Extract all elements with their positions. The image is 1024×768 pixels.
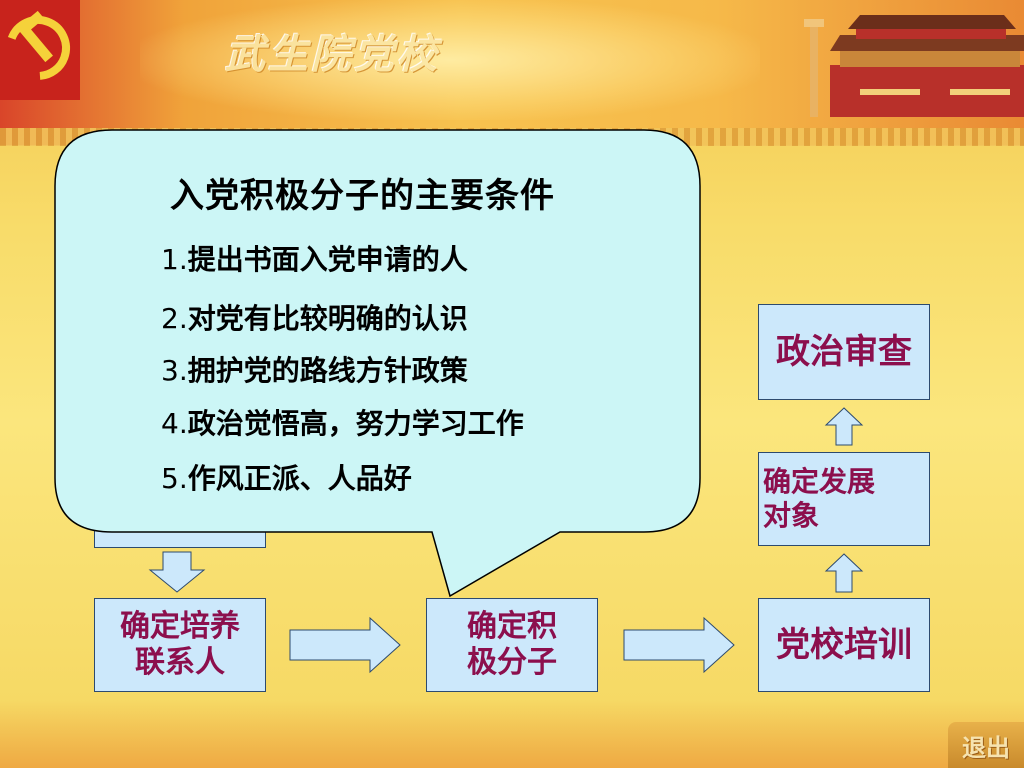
condition-item-5: 5.作风正派、人品好 <box>161 462 412 495</box>
flow-box-party-school-training: 党校培训 <box>758 598 930 692</box>
arrow-right-1 <box>289 616 401 674</box>
tiananmen-gate-icon <box>804 15 1024 117</box>
arrow-down-1 <box>148 551 206 593</box>
flow-box-political-review: 政治审查 <box>758 304 930 400</box>
header-glow <box>140 0 760 120</box>
arrow-right-2 <box>623 616 735 674</box>
arrow-up-2 <box>824 553 864 593</box>
flow-box-training-contact: 确定培养 联系人 <box>94 598 266 692</box>
party-emblem-icon <box>0 0 80 100</box>
flow-box-development-target: 确定发展 对象 <box>758 452 930 546</box>
arrow-up-1 <box>824 407 864 446</box>
condition-item-1: 1.提出书面入党申请的人 <box>161 243 468 276</box>
footer-band <box>0 700 1024 768</box>
school-name-title: 武生院党校 <box>225 31 440 78</box>
callout-title: 入党积极分子的主要条件 <box>170 176 555 216</box>
condition-item-3: 3.拥护党的路线方针政策 <box>161 354 468 387</box>
condition-item-2: 2.对党有比较明确的认识 <box>161 302 468 335</box>
condition-item-4: 4.政治觉悟高，努力学习工作 <box>161 407 524 440</box>
callout-content: 入党积极分子的主要条件 1.提出书面入党申请的人 2.对党有比较明确的认识 3.… <box>55 130 700 515</box>
exit-button[interactable]: 退出 <box>948 722 1024 768</box>
flow-box-activist: 确定积 极分子 <box>426 598 598 692</box>
